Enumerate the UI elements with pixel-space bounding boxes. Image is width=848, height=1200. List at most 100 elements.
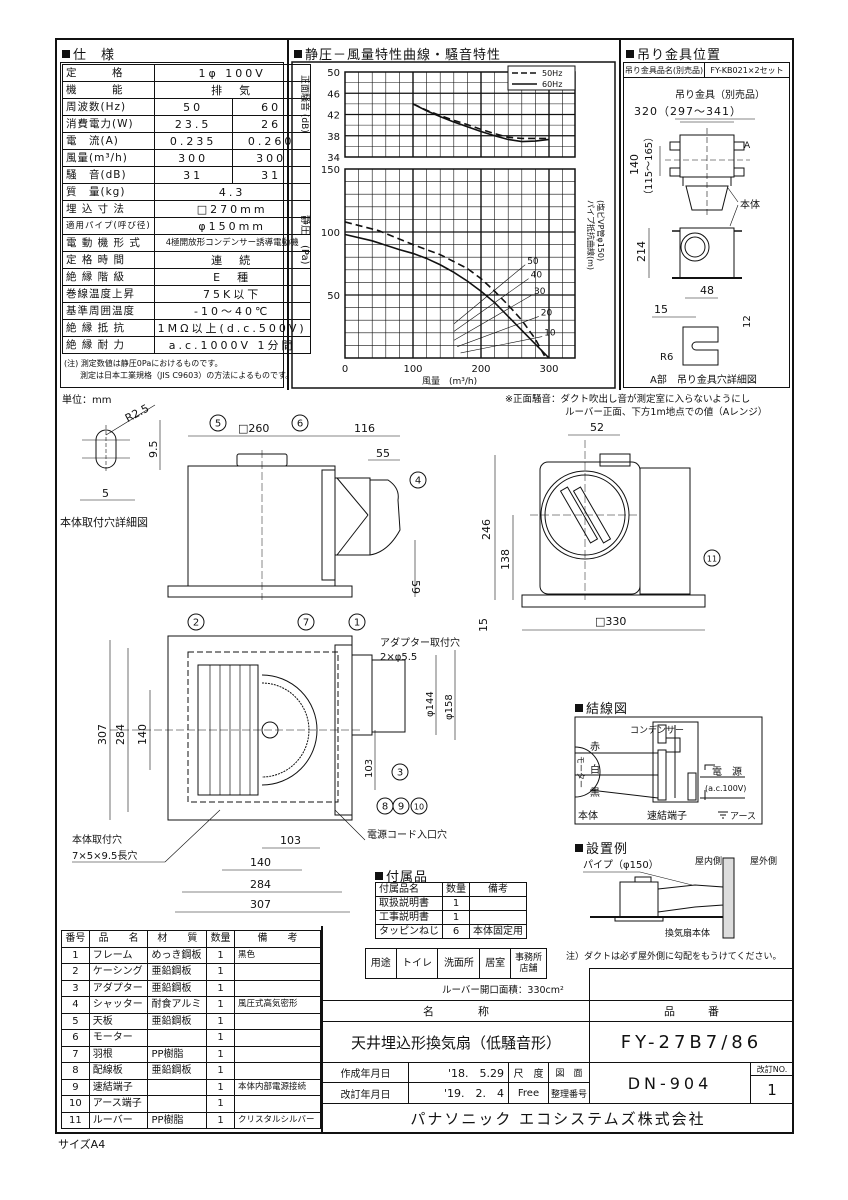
drawing-element: A部 吊り金具穴詳細図 (650, 373, 757, 386)
drawing-element (687, 772, 697, 801)
pipe-resistance-line (460, 336, 543, 354)
x-axis-label: 風量 (m³/h) (422, 376, 477, 387)
table-cell: 1 (206, 1111, 235, 1129)
drawing-element (574, 746, 601, 798)
table-cell: 1MΩ以上(d.c.500V) (153, 319, 311, 337)
drawing-element (105, 404, 156, 436)
table-cell (233, 963, 322, 981)
drawing-element (559, 486, 599, 544)
pipe-resistance-label: 40 (531, 271, 543, 281)
table-cell: 絶 縁 抵 抗 (62, 319, 155, 337)
pipe-resistance-line (453, 294, 533, 341)
drawing-element (164, 809, 221, 863)
table-cell: 配線板 (88, 1062, 149, 1080)
table-cell: 31 (153, 166, 233, 184)
table-cell: 1 (206, 1045, 235, 1063)
part-balloon: 3 (391, 763, 409, 781)
table-row: 質 量(kg)4.3 (62, 183, 311, 201)
table-row: 適用パイプ(呼び径)φ150mm (62, 217, 311, 235)
table-cell: 取扱説明書 (375, 896, 443, 911)
drawing-element: R6 (660, 352, 673, 363)
table-cell: 付属品名 (375, 882, 443, 897)
revision-label: 改訂NO. (750, 1062, 793, 1076)
drawing-element: 284 (114, 724, 127, 745)
drawing-element: 速結端子 (647, 809, 687, 822)
drawing-element (682, 177, 732, 211)
install-example: パイプ（φ150） 屋内側 屋外側 換気扇本体 注）ダクトは必ず屋外側に勾配をも… (566, 855, 781, 962)
part-balloon: 1 (348, 613, 366, 631)
drawing-element (657, 724, 667, 744)
drawing-element (209, 414, 227, 432)
pipe-resistance-line (457, 316, 539, 347)
drawing-element: □330 (595, 615, 626, 628)
drawing-element (669, 141, 681, 151)
drawing-element (539, 461, 641, 595)
table-cell: 1 (206, 1095, 235, 1113)
hanger-name-value: FY-KB021×2セット (704, 62, 790, 78)
part-balloon: 11 (703, 549, 721, 567)
table-cell: 8 (61, 1062, 90, 1080)
drawing-element: 5 (215, 419, 221, 430)
series-line-60Hz (412, 103, 550, 143)
table-row: 用途トイレ洗面所居室事務所店舗 (365, 948, 547, 979)
drawing-element: 11 (707, 555, 717, 564)
product-number: FY-27B7/86 (589, 1021, 793, 1063)
table-cell: 機 能 (62, 81, 155, 99)
drawing-element (336, 477, 369, 516)
drawing-element (507, 65, 576, 91)
drawing-element: 7 (303, 618, 309, 629)
drawing-element: 3 (397, 768, 403, 779)
table-cell (233, 1012, 322, 1030)
drawing-element (351, 654, 373, 736)
table-cell: 電 流(A) (62, 132, 155, 150)
wiring-title: 結線図 (575, 698, 628, 717)
drawing-element (261, 674, 318, 786)
y-tick-label: 46 (327, 89, 340, 100)
drawing-element: アダプター取付穴 (380, 636, 460, 649)
table-cell: アダプター (88, 979, 149, 997)
table-cell: 10 (61, 1095, 90, 1113)
mounting-slot-detail: 単位：mm R2.5 9.5 5 本体取付穴詳細図 (60, 393, 161, 529)
table-cell: 事務所店舗 (510, 948, 547, 979)
table-cell: 1 (206, 1012, 235, 1030)
table-cell: 品 名 (88, 930, 149, 948)
spec-note-2: 測定は日本工業規格（JIS C9603）の方法によるものです。 (80, 371, 294, 380)
drawing-element (657, 884, 724, 913)
table-cell: タッピンねじ (375, 924, 443, 939)
drawing-element: 246 (480, 519, 493, 540)
x-tick-label: 0 (342, 364, 348, 375)
drawing-element: 屋外側 (750, 855, 777, 867)
drawing-element: 320（297～341） (634, 105, 742, 118)
table-cell: アース端子 (88, 1095, 149, 1113)
created-date: '18. 5.29 (408, 1062, 509, 1083)
drawing-element: 4 (415, 476, 421, 487)
table-cell (233, 1062, 322, 1080)
noise-y-label: 正面騒音 (dB) (299, 75, 311, 133)
drawing-element (369, 479, 401, 556)
drawing-element (574, 716, 763, 825)
drawing-element (410, 797, 428, 815)
drawing-element (291, 414, 309, 432)
drawing-element: モーター (576, 756, 585, 788)
table-cell: 騒 音(dB) (62, 166, 155, 184)
drawing-element: 12 (742, 315, 753, 328)
drawing-frame (55, 38, 794, 1134)
drawing-element: (a.c.100V) (705, 784, 746, 793)
pipe-resistance-label: 50 (527, 257, 539, 267)
drawing-element: 103 (280, 834, 301, 847)
drawing-element (682, 326, 719, 366)
